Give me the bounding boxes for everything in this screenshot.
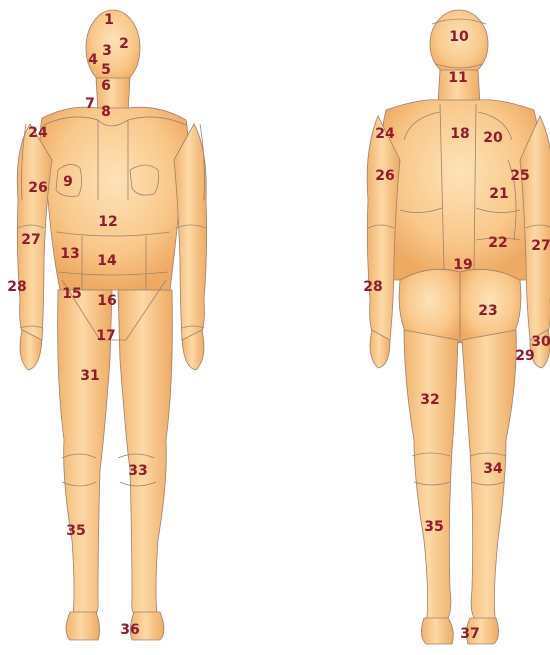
region-label-24-back: 24 xyxy=(375,127,394,141)
region-label-11: 11 xyxy=(448,71,467,85)
back-figure xyxy=(367,10,550,644)
region-label-25: 25 xyxy=(510,169,529,183)
region-label-27-back: 27 xyxy=(531,239,550,253)
region-label-29: 29 xyxy=(515,349,534,363)
region-label-9: 9 xyxy=(63,175,73,189)
region-label-16: 16 xyxy=(97,294,116,308)
region-label-7: 7 xyxy=(85,97,95,111)
region-label-33: 33 xyxy=(128,464,147,478)
region-label-3: 3 xyxy=(102,44,112,58)
region-label-1: 1 xyxy=(104,13,114,27)
region-label-30: 30 xyxy=(531,335,550,349)
region-label-6: 6 xyxy=(101,79,111,93)
region-label-27-front: 27 xyxy=(21,233,40,247)
back-right-arm xyxy=(520,116,550,340)
front-figure xyxy=(17,10,206,640)
region-label-5: 5 xyxy=(101,63,111,77)
back-left-leg xyxy=(404,330,458,626)
region-label-36: 36 xyxy=(120,623,139,637)
region-label-12: 12 xyxy=(98,215,117,229)
back-left-arm xyxy=(367,116,400,340)
region-label-22: 22 xyxy=(488,236,507,250)
front-right-foot xyxy=(66,612,100,640)
region-label-24-front: 24 xyxy=(28,126,47,140)
region-label-13: 13 xyxy=(60,247,79,261)
back-left-foot xyxy=(421,618,453,644)
region-label-34: 34 xyxy=(483,462,502,476)
region-label-37: 37 xyxy=(460,627,479,641)
region-label-26-front: 26 xyxy=(28,181,47,195)
region-label-2: 2 xyxy=(119,37,129,51)
back-right-leg xyxy=(462,330,516,626)
region-label-28-front: 28 xyxy=(7,280,26,294)
region-label-32: 32 xyxy=(420,393,439,407)
region-label-10: 10 xyxy=(449,30,468,44)
region-label-21: 21 xyxy=(489,187,508,201)
region-label-4: 4 xyxy=(88,53,98,67)
region-label-23: 23 xyxy=(478,304,497,318)
region-label-19: 19 xyxy=(453,258,472,272)
region-label-31: 31 xyxy=(80,369,99,383)
front-left-arm xyxy=(174,124,207,340)
region-label-35-back: 35 xyxy=(424,520,443,534)
region-label-26-back: 26 xyxy=(375,169,394,183)
region-label-28-back: 28 xyxy=(363,280,382,294)
region-label-35-front: 35 xyxy=(66,524,85,538)
region-label-14: 14 xyxy=(97,254,116,268)
region-label-8: 8 xyxy=(101,105,111,119)
region-label-15: 15 xyxy=(62,287,81,301)
region-label-17: 17 xyxy=(96,329,115,343)
region-label-20: 20 xyxy=(483,131,502,145)
region-label-18: 18 xyxy=(450,127,469,141)
